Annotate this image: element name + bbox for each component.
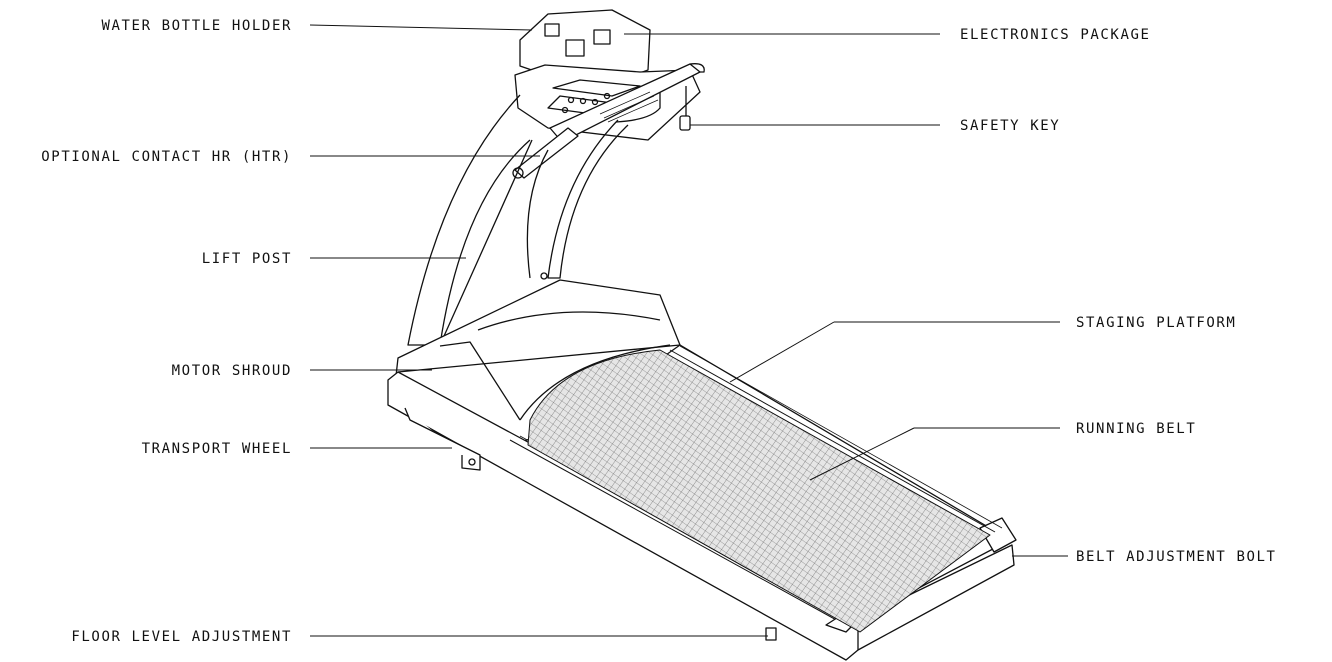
label-water-bottle-holder: WATER BOTTLE HOLDER	[101, 18, 292, 34]
label-staging-platform: STAGING PLATFORM	[1076, 315, 1237, 331]
leader-lines	[309, 24, 1068, 637]
handrail	[549, 63, 705, 143]
label-safety-key: SAFETY KEY	[960, 118, 1061, 134]
label-electronics-package: ELECTRONICS PACKAGE	[960, 27, 1151, 43]
label-running-belt: RUNNING BELT	[1076, 421, 1197, 437]
label-belt-adjustment-bolt: BELT ADJUSTMENT BOLT	[1076, 549, 1277, 565]
label-transport-wheel: TRANSPORT WHEEL	[141, 441, 292, 457]
label-optional-contact-hr: OPTIONAL CONTACT HR (HTR)	[41, 149, 292, 165]
label-motor-shroud: MOTOR SHROUD	[171, 363, 292, 379]
contact-hr-rail	[512, 127, 579, 179]
label-lift-post: LIFT POST	[201, 251, 292, 267]
running-belt	[527, 349, 991, 633]
label-floor-level-adjustment: FLOOR LEVEL ADJUSTMENT	[71, 629, 292, 645]
